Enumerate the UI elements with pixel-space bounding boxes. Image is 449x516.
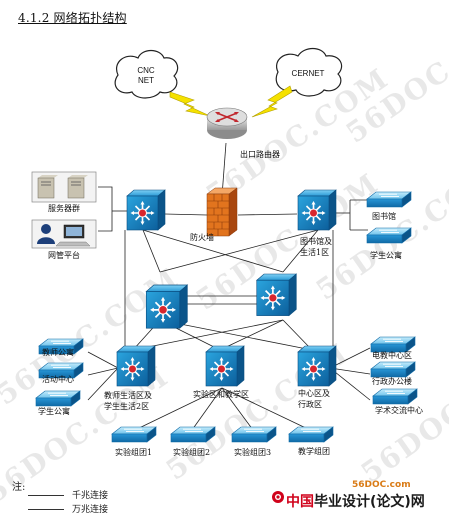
legend-line-hundred bbox=[28, 509, 64, 510]
router-icon bbox=[206, 107, 248, 139]
distribution-switch-teacher bbox=[116, 345, 156, 387]
access-label-student-apt-top: 学生公寓 bbox=[370, 250, 402, 260]
access-label-academic: 学术交流中心 bbox=[375, 405, 423, 415]
footer-brand-main: 毕业设计(论文)网 bbox=[314, 494, 425, 510]
distribution-switch-center bbox=[297, 345, 337, 387]
access-label-activity: 活动中心 bbox=[42, 374, 74, 384]
access-switch-library bbox=[366, 191, 412, 208]
access-switch-e-center bbox=[370, 336, 416, 353]
legend-label-gigabit: 千兆连接 bbox=[72, 491, 109, 501]
cernet-label: CERNET bbox=[292, 69, 325, 78]
legend-row-hundred: 万兆连接 bbox=[28, 502, 108, 515]
section-heading: 4.1.2 网络拓扑结构 bbox=[18, 11, 127, 25]
access-label-admin: 行政办公楼 bbox=[372, 376, 412, 386]
distribution-switch-lab bbox=[205, 345, 245, 387]
zone-label-teacher-1: 教师生活区及 bbox=[104, 390, 152, 400]
zone-label-library-1: 图书馆及 bbox=[300, 236, 332, 246]
server-cluster-label: 服务器群 bbox=[48, 203, 80, 213]
lightning-icon bbox=[169, 91, 211, 117]
core-switch-right bbox=[255, 273, 298, 317]
access-label-library: 图书馆 bbox=[372, 211, 396, 221]
edge-switch-left bbox=[126, 189, 166, 231]
zone-label-center-1: 中心区及 bbox=[298, 388, 330, 398]
access-switch-lab3 bbox=[231, 426, 277, 443]
management-console-icon bbox=[31, 219, 97, 249]
legend-row-gigabit: 千兆连接 bbox=[28, 488, 108, 501]
firewall-icon bbox=[206, 187, 238, 237]
management-console-label: 网管平台 bbox=[48, 250, 80, 260]
zone-label-library-2: 生活1区 bbox=[300, 247, 329, 257]
footer-brand: 中国毕业设计(论文)网 bbox=[286, 491, 425, 511]
access-label-lab2: 实验组团2 bbox=[173, 447, 210, 457]
router-label: 出口路由器 bbox=[240, 149, 280, 159]
access-label-teacher-apt: 教师公寓 bbox=[42, 347, 74, 357]
access-label-lab3: 实验组团3 bbox=[234, 447, 271, 457]
access-switch-student-apt-bottom bbox=[35, 390, 81, 407]
access-switch-student-apt-top bbox=[366, 227, 412, 244]
brand-logo-icon bbox=[272, 491, 284, 503]
lightning-icon bbox=[251, 85, 293, 118]
zone-label-lab: 实验区和教学区 bbox=[193, 389, 249, 399]
cnc-net-label-2: NET bbox=[138, 76, 154, 85]
firewall-label: 防火墙 bbox=[190, 232, 214, 242]
access-switch-lab1 bbox=[111, 426, 157, 443]
access-switch-teach bbox=[288, 426, 334, 443]
access-label-e-center: 电教中心区 bbox=[372, 350, 412, 360]
cnc-net-label: CNC bbox=[137, 66, 155, 75]
legend-title: 注: bbox=[12, 482, 26, 493]
access-switch-academic bbox=[372, 388, 418, 405]
footer-brand-prefix: 中国 bbox=[286, 494, 314, 510]
zone-label-teacher-2: 学生生活2区 bbox=[104, 401, 149, 411]
legend-line-gigabit bbox=[28, 495, 64, 496]
access-switch-admin bbox=[370, 361, 416, 378]
access-label-lab1: 实验组团1 bbox=[115, 447, 152, 457]
footer-url: 56DOC.com bbox=[352, 480, 411, 490]
core-switch-left bbox=[145, 284, 189, 330]
access-switch-lab2 bbox=[170, 426, 216, 443]
legend-label-hundred: 万兆连接 bbox=[72, 505, 109, 515]
cnc-net-cloud bbox=[114, 49, 179, 99]
link-lines bbox=[87, 142, 371, 431]
server-cluster-icon bbox=[31, 171, 97, 203]
access-label-student-apt-bottom: 学生公寓 bbox=[38, 406, 70, 416]
cernet-cloud bbox=[275, 47, 343, 97]
zone-label-center-2: 行政区 bbox=[298, 399, 322, 409]
edge-switch-right bbox=[297, 189, 337, 231]
access-label-teach: 教学组团 bbox=[298, 446, 330, 456]
